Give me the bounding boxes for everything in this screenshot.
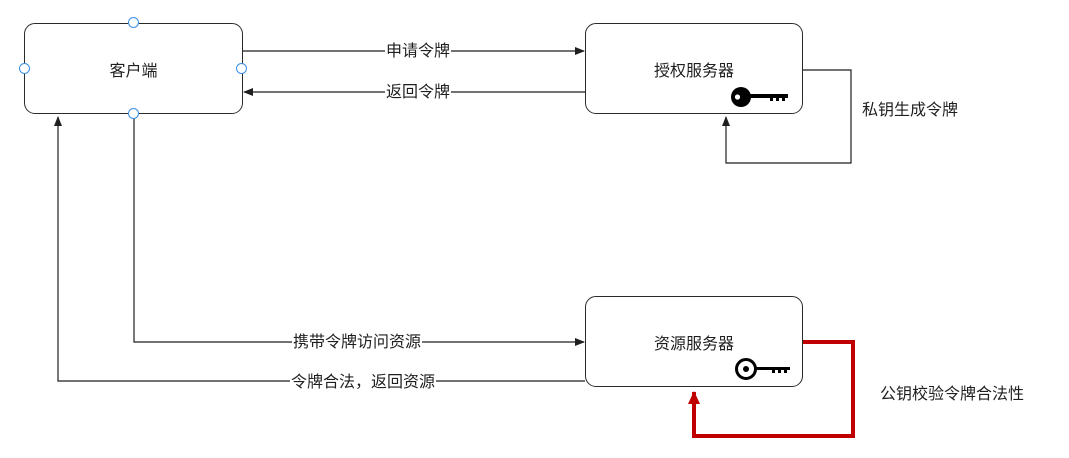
edge-label-return-token: 返回令牌 <box>385 82 452 102</box>
node-client-label: 客户端 <box>109 60 158 80</box>
edge-access-with-token <box>133 115 585 346</box>
annotation-public-key: 公钥校验令牌合法性 <box>880 384 1025 403</box>
node-client[interactable]: 客户端 <box>24 23 243 114</box>
edge-resource-self-loop <box>688 340 855 438</box>
annotation-private-key: 私钥生成令牌 <box>862 100 959 119</box>
node-resource-server[interactable]: 资源服务器 <box>585 296 803 387</box>
edge-label-request-token: 申请令牌 <box>385 41 452 61</box>
outline-key-icon <box>735 358 790 380</box>
edge-label-access-with-token: 携带令牌访问资源 <box>292 332 423 352</box>
selection-handle-bottom[interactable] <box>128 108 139 119</box>
node-auth-server[interactable]: 授权服务器 <box>585 23 803 114</box>
node-resource-server-label: 资源服务器 <box>653 333 734 353</box>
edge-label-return-resource: 令牌合法，返回资源 <box>290 372 437 392</box>
selection-handle-right[interactable] <box>236 63 247 74</box>
selection-handle-left[interactable] <box>19 63 30 74</box>
edge-auth-self-loop <box>722 69 852 164</box>
selection-handle-top[interactable] <box>128 17 139 28</box>
node-auth-server-label: 授权服务器 <box>653 60 734 80</box>
filled-key-icon <box>731 87 788 107</box>
